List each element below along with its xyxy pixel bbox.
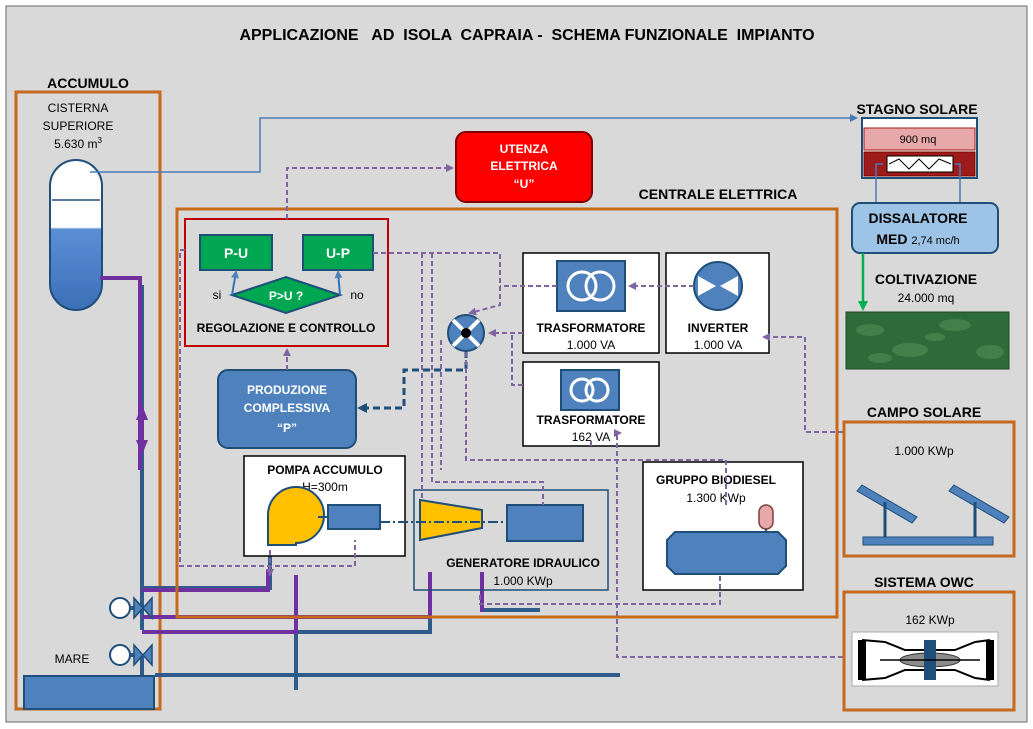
- stagno-top-layer: [863, 127, 976, 151]
- biodiesel-value: 1.300 KWp: [686, 491, 746, 505]
- field-texture: [856, 319, 1004, 363]
- cistern-to-pond-pipe: [90, 114, 858, 173]
- transformer-icon: [566, 270, 616, 302]
- produzione-line1: PRODUZIONE: [247, 383, 327, 397]
- pu-label: P-U: [224, 245, 248, 261]
- owc-value: 162 KWp: [905, 613, 955, 627]
- decision-no-label: no: [350, 288, 364, 302]
- pompa-label: POMPA ACCUMULO: [267, 463, 383, 477]
- centrale-frame: [175, 207, 839, 619]
- generatore-value: 1.000 KWp: [493, 574, 553, 588]
- campo-solare-label: CAMPO SOLARE: [867, 404, 981, 420]
- stagno-label: STAGNO SOLARE: [856, 101, 977, 117]
- generator-unit: [506, 504, 584, 542]
- campo-solare-value: 1.000 KWp: [894, 444, 954, 458]
- purple-flow-arrow-up: [136, 405, 148, 420]
- cistern-label-line1: CISTERNA: [48, 101, 109, 115]
- purple-flow-arrow-down: [136, 440, 148, 455]
- cistern-volume: 5.630 m3: [54, 136, 102, 151]
- biodiesel-engine-icon: [666, 531, 787, 575]
- cistern-label-line2: SUPERIORE: [43, 119, 114, 133]
- heat-exchanger: [886, 155, 954, 173]
- centrale-label: CENTRALE ELETTRICA: [639, 186, 798, 202]
- owc-turbine-icon: [851, 631, 999, 687]
- trasformatore1-value: 1.000 VA: [567, 338, 615, 352]
- junction-node: [447, 314, 485, 352]
- decision-to-pu-connector: [231, 270, 239, 296]
- accumulo-label: ACCUMULO: [47, 75, 129, 91]
- pompa-value: H=300m: [302, 480, 348, 494]
- utenza-line1: UTENZA: [500, 142, 549, 156]
- flame-icon: [758, 504, 774, 532]
- heat-exchanger-coil: [888, 158, 952, 170]
- regolazione-label: REGOLAZIONE E CONTROLLO: [197, 321, 376, 335]
- decision-si-label: si: [213, 288, 222, 302]
- dashed-signal-lines: [179, 164, 843, 658]
- generatore-box: [413, 489, 609, 591]
- stagno-area: 900 mq: [900, 134, 937, 146]
- diagram-title: APPLICAZIONE AD ISOLA CAPRAIA - SCHEMA F…: [239, 27, 814, 44]
- campo-solare-frame: [842, 420, 1016, 558]
- utenza-elettrica-box: [455, 131, 593, 203]
- coltivazione-area: 24.000 mq: [898, 291, 955, 305]
- valve-lower: [109, 643, 153, 667]
- up-label: U-P: [326, 245, 350, 261]
- turbine-icon: [419, 498, 483, 542]
- inverter-value: 1.000 VA: [694, 338, 742, 352]
- stagno-to-dissalatore-left: [875, 163, 883, 205]
- owc-label: SISTEMA OWC: [874, 574, 974, 590]
- cistern-tank: [49, 159, 103, 311]
- produzione-line2: COMPLESSIVA: [244, 401, 331, 415]
- trasformatore2-value: 162 VA: [572, 430, 610, 444]
- pump-icon: [267, 486, 325, 546]
- valve-upper: [109, 596, 153, 620]
- inverter-label: INVERTER: [688, 321, 749, 335]
- biodiesel-label: GRUPPO BIODIESEL: [656, 473, 776, 487]
- transformer-icon: [569, 377, 610, 403]
- dissalatore-box: [851, 202, 999, 254]
- utenza-line2: ELETTRICA: [490, 159, 558, 173]
- inverter-icon: [693, 261, 743, 311]
- stagno-to-dissalatore-right: [955, 163, 961, 205]
- pump-motor: [327, 504, 381, 530]
- trasformatore2-label: TRASFORMATORE: [537, 413, 646, 427]
- dissalatore-line2: MED 2,74 mc/h: [876, 231, 959, 247]
- decision-to-up-connector: [334, 270, 343, 296]
- trasformatore1-label: TRASFORMATORE: [537, 321, 646, 335]
- owc-frame: [842, 590, 1016, 712]
- dissalatore-line1: DISSALATORE: [868, 210, 967, 226]
- coltivazione-label: COLTIVAZIONE: [875, 271, 977, 287]
- utenza-line3: “U”: [514, 177, 535, 191]
- sea-reservoir: [23, 675, 155, 710]
- produzione-line3: “P”: [277, 421, 297, 435]
- generatore-label: GENERATORE IDRAULICO: [446, 556, 600, 570]
- pu-box: [199, 234, 273, 271]
- decision-label: P>U ?: [269, 289, 303, 303]
- mare-label: MARE: [55, 652, 90, 666]
- solar-panel-icon: [856, 484, 1010, 546]
